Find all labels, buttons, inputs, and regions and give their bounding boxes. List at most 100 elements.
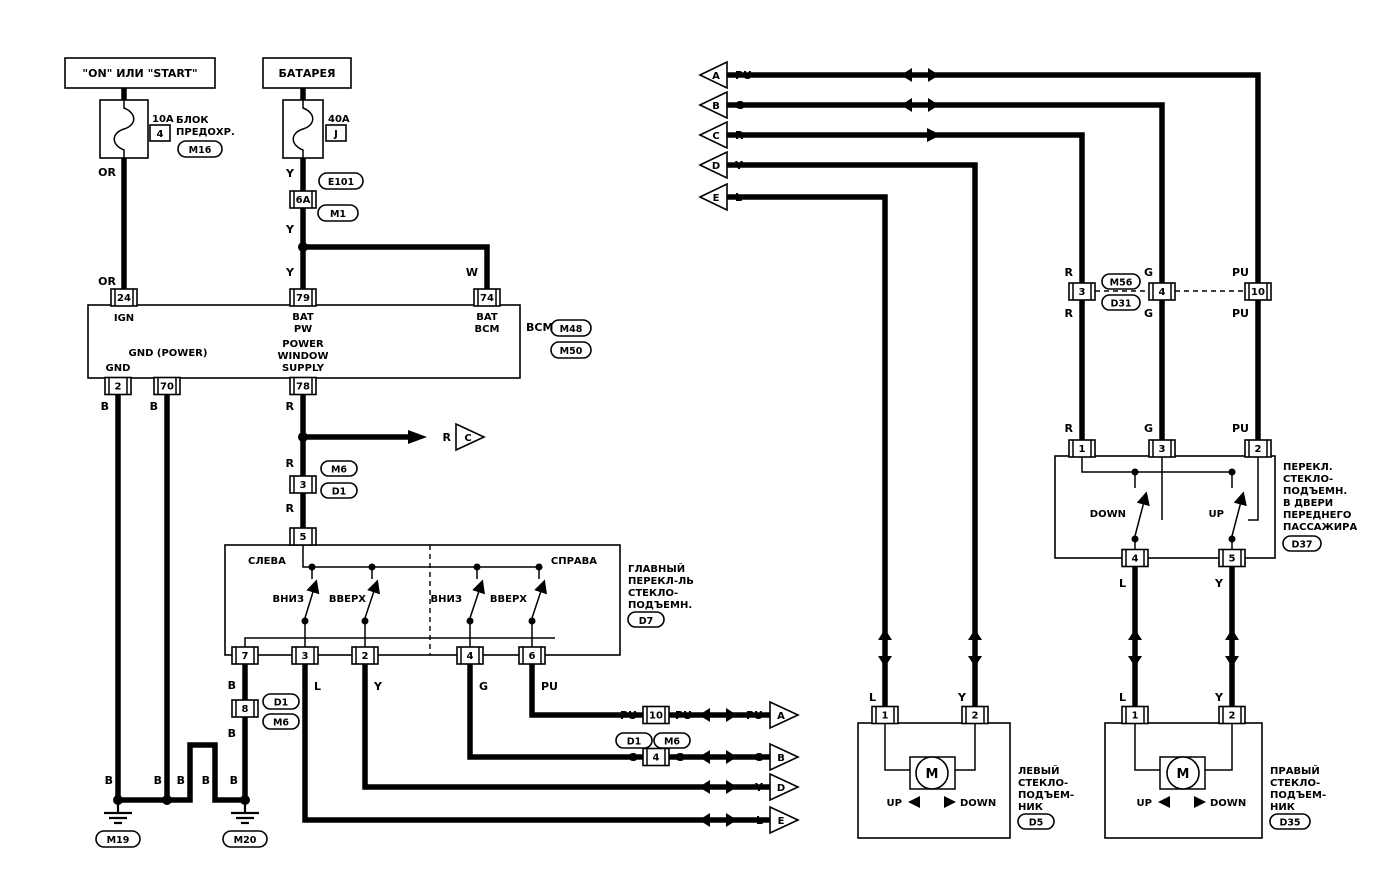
wire-label-y: Y <box>285 223 295 236</box>
switch-right-side-label: СПРАВА <box>551 556 597 567</box>
link-letter-c: C <box>712 131 719 142</box>
link-letter-c: C <box>464 433 471 444</box>
wire-label-y: Y <box>285 167 295 180</box>
switch-down-label: ВНИЗ <box>273 594 304 605</box>
link-letter-d: D <box>777 783 785 794</box>
wire-label-pu: PU <box>1232 266 1249 279</box>
right-motor-icon <box>1166 756 1200 790</box>
motor-letter: M <box>1177 767 1190 782</box>
switch-lever-down-left <box>304 579 320 619</box>
wire-label-pu: PU <box>1232 307 1249 320</box>
wire-label-pu: PU <box>541 680 558 693</box>
ref-label-d1: D1 <box>274 698 289 709</box>
switch-lever-down-right <box>469 579 485 619</box>
bcm-gnd-power-label: GND (POWER) <box>129 348 208 359</box>
two-way-arrow-icon <box>699 750 737 764</box>
ref-label-m6: M6 <box>331 465 347 476</box>
fuse-block-label: ПРЕДОХР. <box>176 127 235 138</box>
main-switch-outputs <box>304 621 533 647</box>
contact-dot <box>301 617 309 625</box>
link-letter-e: E <box>713 193 720 204</box>
main-switch-contact-stubs <box>311 567 540 579</box>
wire-label-b: B <box>228 727 236 740</box>
symbols <box>95 60 1322 848</box>
ref-oval-e101 <box>318 172 364 190</box>
link-letter-b: B <box>777 753 785 764</box>
wire-label-l: L <box>756 814 763 827</box>
pin-label-4: 4 <box>1159 287 1166 298</box>
ref-label-e101: E101 <box>328 177 354 188</box>
right-regulator-title: ПРАВЫЙ <box>1270 764 1320 777</box>
ref-label-m19: M19 <box>107 835 130 846</box>
switch-up-label: ВВЕРХ <box>490 594 527 605</box>
ref-oval-d1b <box>262 693 300 710</box>
wire-label-b: B <box>105 774 113 787</box>
bcm-name-label: BCM <box>526 321 553 334</box>
switch-left-side-label: СЛЕВА <box>248 556 286 567</box>
fuse-number-label: J <box>333 129 338 140</box>
pin-label-74: 74 <box>480 293 494 304</box>
ref-label-m50: M50 <box>560 346 583 357</box>
main-switch-title: ПЕРЕКЛ-ЛЬ <box>628 576 694 587</box>
junction-dot <box>298 432 308 442</box>
bcm-supply-label: POWER <box>282 339 324 350</box>
pin-label-4: 4 <box>467 651 474 662</box>
passenger-switch-title: В ДВЕРИ <box>1283 498 1333 509</box>
wire-label-r: R <box>1065 266 1074 279</box>
wire-c-r <box>727 132 1085 283</box>
wire-label-r: R <box>735 129 744 142</box>
wire-b-g <box>727 102 1165 283</box>
wire-label-g: G <box>1144 266 1153 279</box>
wire-label-g: G <box>628 751 637 764</box>
link-triangle-b-left <box>769 742 800 772</box>
junction-dot <box>113 795 123 805</box>
pin-label-78: 78 <box>296 382 310 393</box>
passenger-switch-pu-line <box>1248 456 1259 521</box>
main-switch-title: ГЛАВНЫЙ <box>628 562 685 575</box>
wire-label-b: B <box>230 774 238 787</box>
ref-oval-m6 <box>320 460 358 477</box>
ref-oval-m16 <box>177 140 223 158</box>
ref-oval-m48 <box>550 319 592 337</box>
wire-label-g: G <box>754 751 763 764</box>
wire-label-y: Y <box>754 781 764 794</box>
wire-label-b: B <box>228 679 236 692</box>
right-regulator-title: НИК <box>1270 802 1296 813</box>
ref-label-m16: M16 <box>189 145 212 156</box>
ref-label-d1: D1 <box>332 487 347 498</box>
motor-down-label: DOWN <box>960 798 996 809</box>
wire-label-l: L <box>1119 691 1126 704</box>
pin-label-6: 6 <box>529 651 536 662</box>
wire-label-pu: PU <box>1232 422 1249 435</box>
contact-dot <box>308 563 316 571</box>
wire-y-row <box>362 664 770 790</box>
pin-label-2: 2 <box>362 651 369 662</box>
two-way-arrow-icon <box>699 813 737 827</box>
pin-label-8: 8 <box>242 704 249 715</box>
wire-label-pu: PU <box>746 709 763 722</box>
ref-label-d5: D5 <box>1029 818 1044 829</box>
left-regulator-title: СТЕКЛО- <box>1018 778 1068 789</box>
link-letter-a: A <box>712 71 720 82</box>
ref-oval-m56 <box>1101 273 1141 290</box>
link-letter-b: B <box>712 101 720 112</box>
wire-label-l: L <box>314 680 321 693</box>
ref-label-m6: M6 <box>273 718 289 729</box>
up-direction-arrow-icon <box>1158 796 1170 808</box>
left-regulator-title: ПОДЪЕМ- <box>1018 790 1074 801</box>
fuse-rating-label: 40A <box>328 114 350 125</box>
motor-down-label: DOWN <box>1210 798 1246 809</box>
bcm-ign-label: IGN <box>114 313 134 324</box>
wire-label-g: G <box>1144 422 1153 435</box>
passenger-switch-title: ПАССАЖИРА <box>1283 522 1357 533</box>
motor-up-label: UP <box>887 798 902 809</box>
pin-label-3: 3 <box>1079 287 1086 298</box>
battery-fuse-number-box <box>325 124 347 142</box>
ignition-source-label: "ON" ИЛИ "START" <box>82 67 197 80</box>
left-motor-icon <box>915 756 949 790</box>
passenger-switch-supply-rail <box>1081 456 1232 473</box>
ref-oval-m1 <box>317 204 359 222</box>
contact-dot <box>466 617 474 625</box>
ref-oval-d7 <box>627 611 665 628</box>
ref-oval-m50 <box>550 341 592 359</box>
